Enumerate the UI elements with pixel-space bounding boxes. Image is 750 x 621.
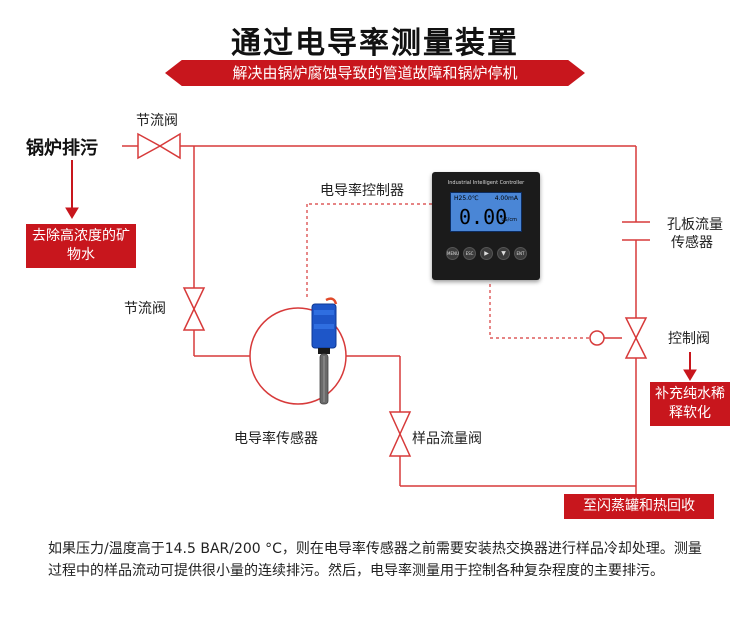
throttle-valve-top-icon [137,132,162,160]
explanatory-note: 如果压力/温度高于14.5 BAR/200 °C，则在电导率传感器之前需要安装热… [48,541,702,579]
screen-temperature: H25.0℃ [454,195,479,202]
sample-valve-label: 样品流量阀 [412,431,482,447]
arrow-down-icon [65,207,79,219]
menu-button[interactable]: MENU [446,247,459,260]
orifice-sensor-label-2: 传感器 [671,235,713,251]
boiler-blowdown-label: 锅炉排污 [26,138,98,159]
conductivity-sensor-icon [311,297,338,405]
screen-unit: uS/cm [501,217,517,223]
conductivity-controller-device: Industrial Intelligent Controller H25.0℃… [432,172,540,280]
control-valve-label: 控制阀 [668,331,710,347]
control-valve-icon [624,317,648,340]
sample-valve-icon [388,432,412,457]
play-icon: ▶ [484,250,489,257]
down-button[interactable]: ▼ [497,247,510,260]
chevron-down-icon: ▼ [501,250,506,257]
subtitle-banner: 解决由锅炉腐蚀导致的管道故障和锅炉停机 [165,60,585,86]
sample-valve-icon [388,411,412,436]
controller-screen: H25.0℃ 4.00mA 0.00 uS/cm [450,192,522,232]
screen-value: 0.00 [459,205,508,229]
play-button[interactable]: ▶ [480,247,493,260]
throttle-valve-top-label: 节流阀 [136,113,178,129]
control-valve-icon [624,336,648,359]
throttle-valve-top-icon [158,132,181,160]
page-title: 通过电导率测量装置 [231,26,519,61]
flash-tank-box: 至闪蒸罐和热回收 [564,494,714,519]
ent-button[interactable]: ENT [514,247,527,260]
throttle-valve-left-icon [182,287,206,311]
throttle-valve-left-label: 节流阀 [124,301,166,317]
controller-label: 电导率控制器 [320,183,404,199]
conductivity-sensor-label: 电导率传感器 [234,431,318,447]
makeup-water-box: 补充纯水稀释软化 [650,382,730,426]
arrow-down-icon [683,369,697,381]
actuator-circle [589,330,605,346]
remove-water-box: 去除高浓度的矿物水 [26,224,136,268]
orifice-sensor-label-1: 孔板流量 [667,217,723,233]
controller-header: Industrial Intelligent Controller [447,180,525,186]
screen-current: 4.00mA [494,195,518,202]
esc-button[interactable]: ESC [463,247,476,260]
throttle-valve-left-icon [182,307,206,331]
